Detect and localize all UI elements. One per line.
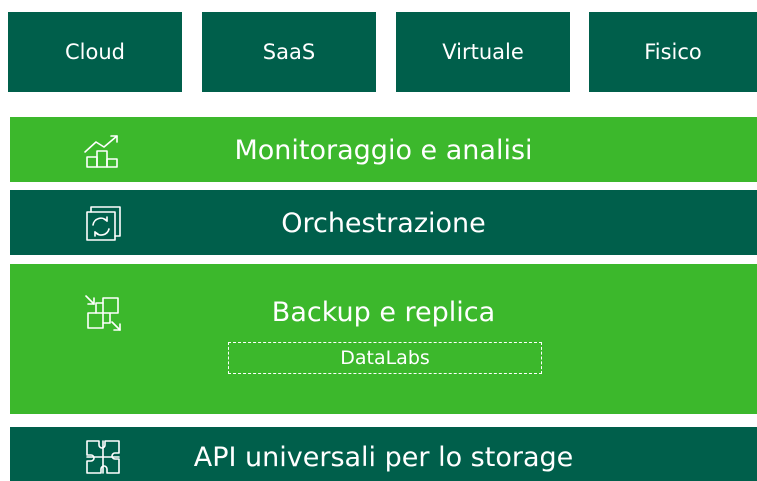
- datalabs-label: DataLabs: [340, 347, 430, 369]
- layer-storage-api: API universali per lo storage: [10, 427, 757, 481]
- datalabs-box: DataLabs: [228, 342, 542, 374]
- workload-virtual: Virtuale: [396, 12, 570, 92]
- workload-saas: SaaS: [202, 12, 376, 92]
- layer-storage-api-title: API universali per lo storage: [193, 442, 574, 473]
- orchestration-icon: [83, 203, 123, 243]
- workload-physical-label: Fisico: [644, 40, 702, 64]
- puzzle-icon: [83, 437, 123, 477]
- layer-backup-title: Backup e replica: [271, 297, 496, 328]
- layer-orchestration: Orchestrazione: [10, 190, 757, 255]
- layer-monitoring-title: Monitoraggio e analisi: [234, 135, 533, 166]
- backup-replica-icon: [83, 293, 123, 333]
- layer-monitoring: Monitoraggio e analisi: [10, 117, 757, 182]
- workload-cloud-label: Cloud: [65, 40, 125, 64]
- monitoring-chart-icon: [83, 130, 123, 170]
- workload-cloud: Cloud: [8, 12, 182, 92]
- layer-backup: Backup e replica DataLabs: [10, 264, 757, 414]
- workload-virtual-label: Virtuale: [442, 40, 524, 64]
- workload-saas-label: SaaS: [262, 40, 316, 64]
- workload-physical: Fisico: [589, 12, 757, 92]
- layer-orchestration-title: Orchestrazione: [281, 208, 486, 239]
